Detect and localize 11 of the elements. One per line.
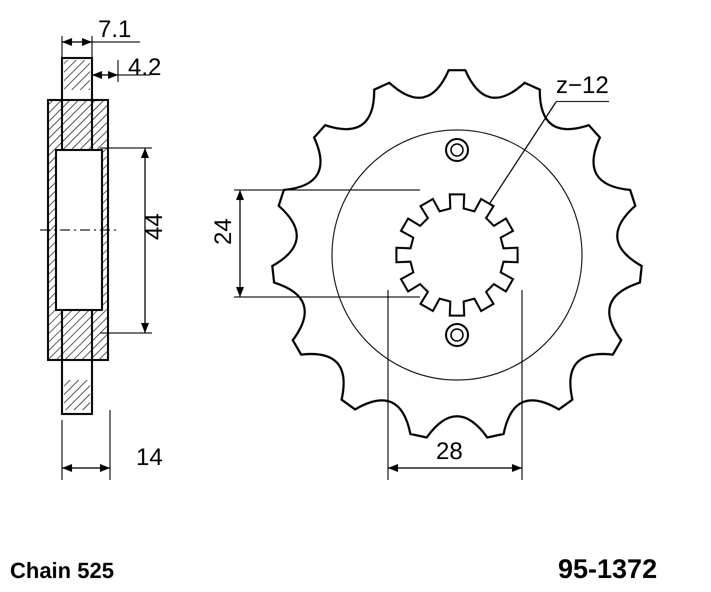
dimension-value: 14 [136,446,163,470]
callout-text: z−12 [556,74,609,102]
dimension-value: 24 [212,218,236,245]
dimension-value: 7.1 [98,18,132,42]
dimension-value: 4.2 [128,56,162,80]
splined-hole [393,191,521,319]
caption-text: 95-1372 [558,556,658,583]
dimension-value: 44 [143,213,167,240]
dimension-value: 28 [436,440,463,464]
caption-text: Chain 525 [10,560,114,582]
leader-line [490,102,556,204]
